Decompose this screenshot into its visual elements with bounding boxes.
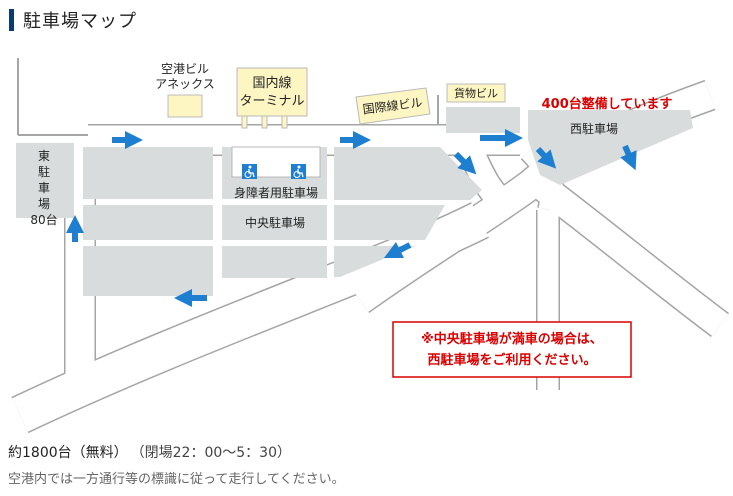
parking-map-svg: 空港ビル アネックス 国内線 ターミナル 国際線ビル 貨物ビル 400台整備して… (11, 58, 730, 434)
annex-building (167, 94, 203, 118)
arrow-down-left-icon (383, 241, 412, 259)
west-parking-lot (528, 110, 693, 185)
alert-line2: 西駐車場をご利用ください。 (427, 352, 596, 368)
domestic-label-line1: 国内線 (252, 75, 291, 91)
east-parking-lot (16, 143, 74, 218)
domestic-label-line2: ターミナル (239, 94, 304, 109)
traffic-note: 空港内では一方通行等の標識に従って走行してください。 (8, 472, 345, 487)
page-title: 駐車場マップ (23, 11, 137, 32)
parking-map: 空港ビル アネックス 国内線 ターミナル 国際線ビル 貨物ビル 400台整備して… (0, 40, 733, 440)
east-capacity-label: 80台 (30, 212, 57, 227)
east-label-char-3: 車 (38, 181, 50, 195)
international-label: 国際線ビル (362, 94, 423, 116)
title-accent-bar (9, 9, 14, 31)
west-parking-label: 西駐車場 (570, 121, 618, 136)
arrow-down-icon (620, 144, 637, 171)
annex-label-line1: 空港ビル (161, 62, 209, 76)
page-title-bar: 駐車場マップ (9, 8, 137, 32)
capacity-line: 約1800台（無料） （閉場22：00～5：30） (8, 442, 345, 462)
east-label-char-1: 東 (38, 149, 50, 163)
capacity-text: 約1800台（無料） (8, 445, 128, 461)
parking-info: 約1800台（無料） （閉場22：00～5：30） 空港内では一方通行等の標識に従… (8, 442, 345, 487)
full-lot-alert: ※中央駐車場が満車の場合は、 西駐車場をご利用ください。 (392, 321, 632, 378)
cargo-label: 貨物ビル (454, 86, 498, 100)
wheelchair-icon (291, 164, 306, 179)
arrow-down-right-icon (535, 146, 557, 169)
annex-label-line2: アネックス (155, 77, 215, 91)
alert-line1: ※中央駐車場が満車の場合は、 (421, 331, 603, 347)
international-building (355, 87, 431, 125)
east-label-char-2: 駐 (38, 164, 50, 179)
disabled-parking-label: 身障者用駐車場 (234, 185, 318, 200)
west-notice: 400台整備しています (542, 96, 673, 112)
cargo-building (446, 83, 506, 103)
direction-arrows (66, 129, 637, 307)
wheelchair-icon (242, 164, 257, 179)
east-label-char-4: 場 (38, 197, 50, 211)
road-network (11, 58, 730, 434)
arrow-down-right-icon (453, 151, 477, 175)
central-parking-label: 中央駐車場 (245, 215, 305, 230)
hours-text: （閉場22：00～5：30） (137, 445, 291, 461)
domestic-terminal-building (236, 67, 308, 129)
cargo-building-lot (446, 107, 520, 133)
